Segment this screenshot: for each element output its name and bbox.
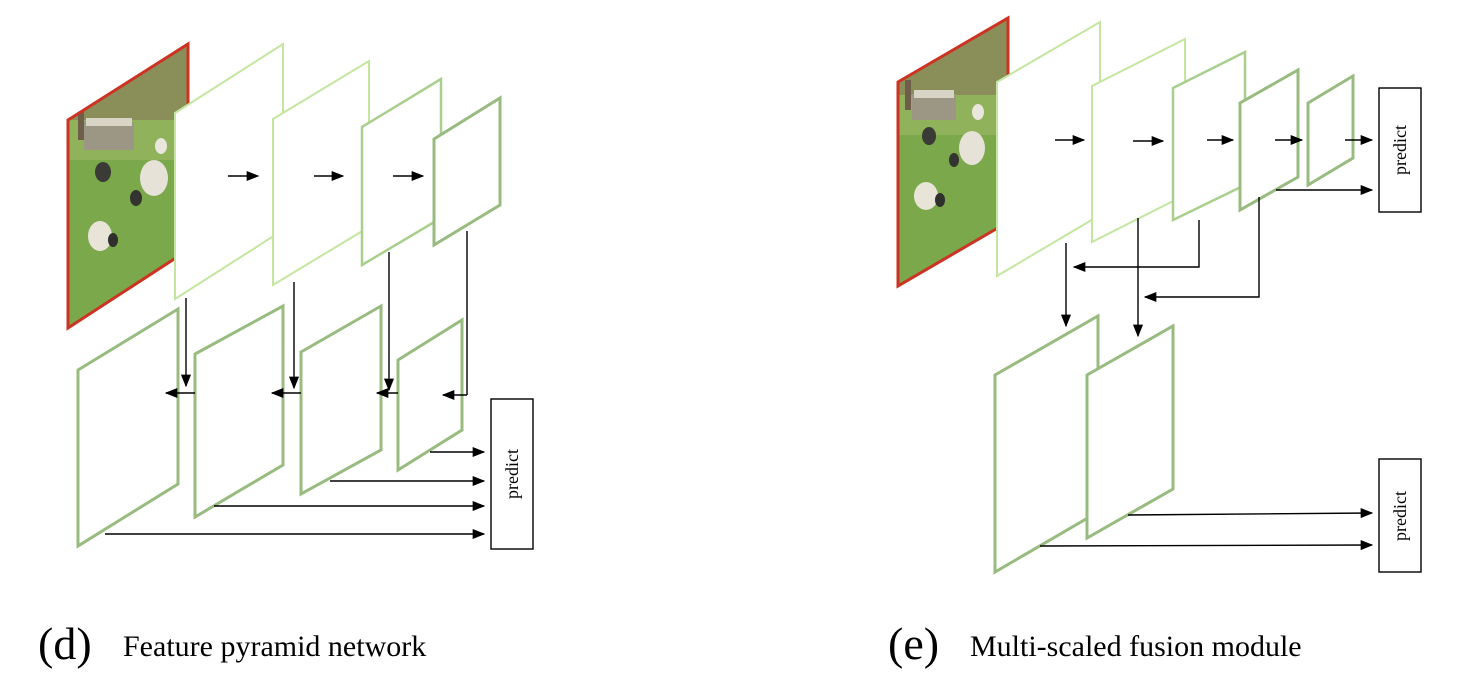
fusion-connector-e-1 bbox=[1072, 220, 1200, 273]
feature-map-d-bottom-1 bbox=[76, 306, 180, 549]
feature-map-e-top-1 bbox=[996, 20, 1101, 278]
panel-e: predict predict (e) Multi-scaled fusion … bbox=[888, 15, 1422, 669]
predict-arrow-e-bottom-1 bbox=[1127, 508, 1374, 519]
input-image-d bbox=[66, 41, 190, 331]
predict-label-e-top: predict bbox=[1390, 125, 1410, 175]
predict-label-d: predict bbox=[502, 449, 522, 499]
feature-map-d-top-1 bbox=[174, 42, 284, 301]
caption-title-e: Multi-scaled fusion module bbox=[970, 630, 1302, 663]
caption-letter-e: (e) bbox=[888, 618, 939, 669]
fusion-connector-e-2 bbox=[1143, 197, 1260, 303]
feature-map-d-bottom-3 bbox=[299, 303, 383, 497]
feature-map-d-bottom-4 bbox=[396, 317, 464, 473]
feature-map-e-bottom-2 bbox=[1085, 323, 1175, 541]
feature-map-e-top-5 bbox=[1306, 73, 1355, 188]
panel-d: predict (d) Feature pyramid network bbox=[38, 41, 534, 669]
feature-map-d-top-3 bbox=[360, 76, 443, 268]
predict-arrow-e-bottom-2 bbox=[1039, 539, 1374, 551]
feature-map-d-top-2 bbox=[272, 59, 370, 287]
feature-map-d-bottom-2 bbox=[193, 303, 285, 520]
caption-letter-d: (d) bbox=[38, 618, 92, 669]
caption-title-d: Feature pyramid network bbox=[123, 630, 426, 663]
feature-map-e-bottom-1 bbox=[993, 313, 1100, 575]
predict-box-d bbox=[490, 398, 534, 550]
feature-map-e-top-4 bbox=[1238, 67, 1300, 213]
feature-map-d-top-4 bbox=[432, 95, 502, 248]
predict-box-e-top bbox=[1378, 87, 1422, 213]
predict-box-e-bottom bbox=[1378, 458, 1422, 573]
predict-label-e-bottom: predict bbox=[1390, 491, 1410, 541]
